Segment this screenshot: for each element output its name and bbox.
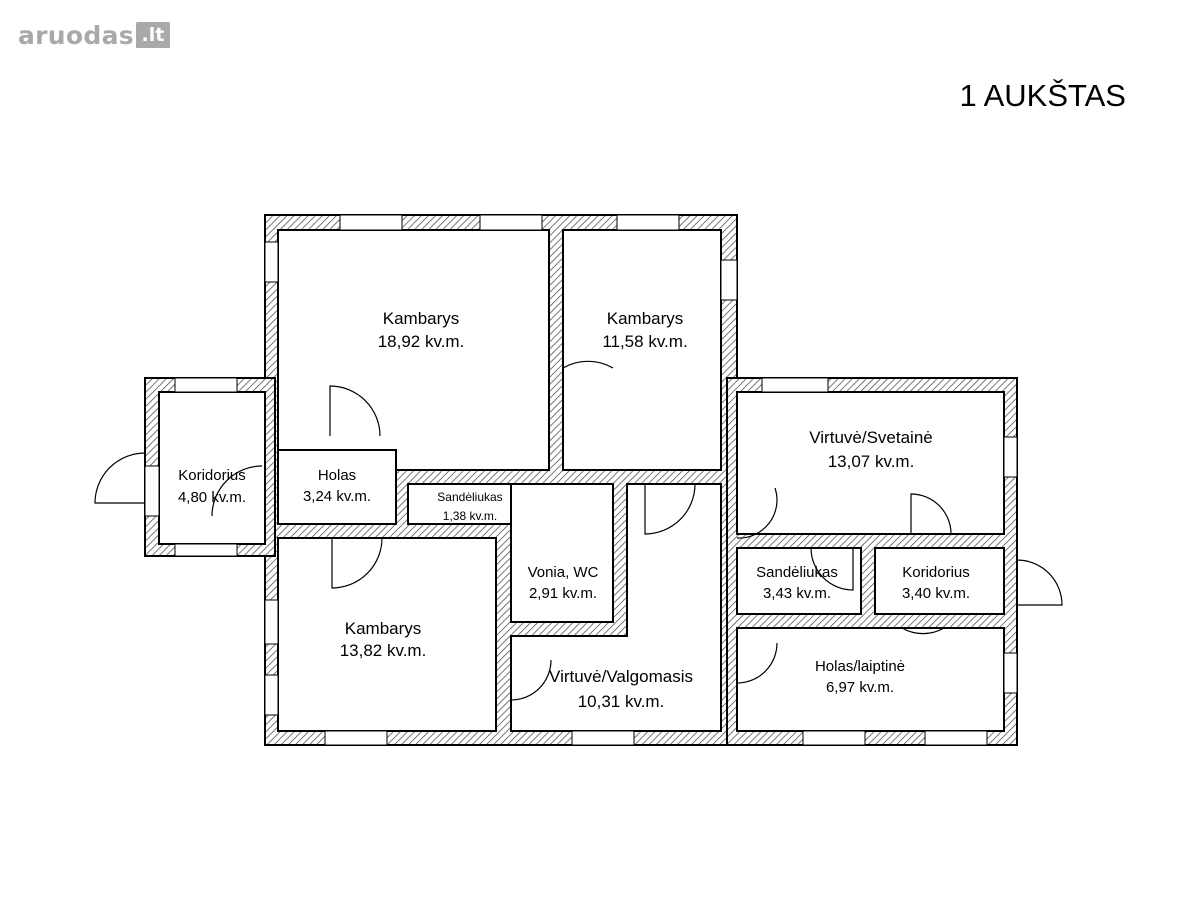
- room-name: Koridorius: [902, 564, 970, 581]
- windows: [144, 214, 1018, 746]
- room-kambarys-2: Kambarys 11,58 kv.m.: [602, 309, 687, 351]
- room-area: 10,31 kv.m.: [578, 692, 665, 711]
- room-name: Virtuvė/Svetainė: [809, 428, 932, 447]
- room-sandeliukas-2: Sandėliukas 3,43 kv.m.: [756, 564, 838, 602]
- room-labels: Kambarys 18,92 kv.m. Kambarys 11,58 kv.m…: [178, 309, 970, 711]
- room-kambarys-1: Kambarys 18,92 kv.m.: [378, 309, 465, 351]
- room-area: 6,97 kv.m.: [826, 679, 894, 696]
- logo-house-icon: .lt: [135, 22, 170, 48]
- room-virtuve-svetaine: Virtuvė/Svetainė 13,07 kv.m.: [809, 428, 932, 471]
- room-area: 4,80 kv.m.: [178, 489, 246, 506]
- room-name: Kambarys: [607, 309, 684, 328]
- room-name: Kambarys: [345, 619, 422, 638]
- room-name: Koridorius: [178, 467, 246, 484]
- room-area: 3,24 kv.m.: [303, 488, 371, 505]
- room-area: 18,92 kv.m.: [378, 332, 465, 351]
- room-area: 11,58 kv.m.: [602, 332, 687, 351]
- room-name: Holas: [318, 467, 356, 484]
- doors: [94, 360, 1063, 701]
- logo-text: aruodas: [18, 21, 134, 50]
- room-name: Kambarys: [383, 309, 460, 328]
- room-area: 1,38 kv.m.: [443, 509, 497, 523]
- room-sandeliukas-1: Sandėliukas 1,38 kv.m.: [437, 490, 502, 523]
- room-name: Holas/laiptinė: [815, 658, 905, 675]
- room-virtuve-valgomasis: Virtuvė/Valgomasis 10,31 kv.m.: [549, 667, 693, 711]
- room-name: Sandėliukas: [756, 564, 838, 581]
- room-area: 2,91 kv.m.: [529, 585, 597, 602]
- room-vonia-wc: Vonia, WC 2,91 kv.m.: [528, 564, 599, 602]
- room-name: Sandėliukas: [437, 490, 502, 504]
- room-name: Vonia, WC: [528, 564, 599, 581]
- room-area: 3,40 kv.m.: [902, 585, 970, 602]
- room-holas-laiptine: Holas/laiptinė 6,97 kv.m.: [815, 658, 905, 696]
- floor-title: 1 AUKŠTAS: [959, 78, 1126, 113]
- room-name: Virtuvė/Valgomasis: [549, 667, 693, 686]
- room-interiors: [158, 229, 1005, 732]
- room-koridorius-2: Koridorius 3,40 kv.m.: [902, 564, 970, 602]
- room-kambarys-3: Kambarys 13,82 kv.m.: [340, 619, 427, 660]
- room-holas: Holas 3,24 kv.m.: [303, 467, 371, 505]
- room-area: 3,43 kv.m.: [763, 585, 831, 602]
- room-koridorius-1: Koridorius 4,80 kv.m.: [178, 467, 246, 506]
- aruodas-logo: aruodas .lt: [18, 22, 170, 48]
- room-area: 13,82 kv.m.: [340, 641, 427, 660]
- room-area: 13,07 kv.m.: [828, 452, 915, 471]
